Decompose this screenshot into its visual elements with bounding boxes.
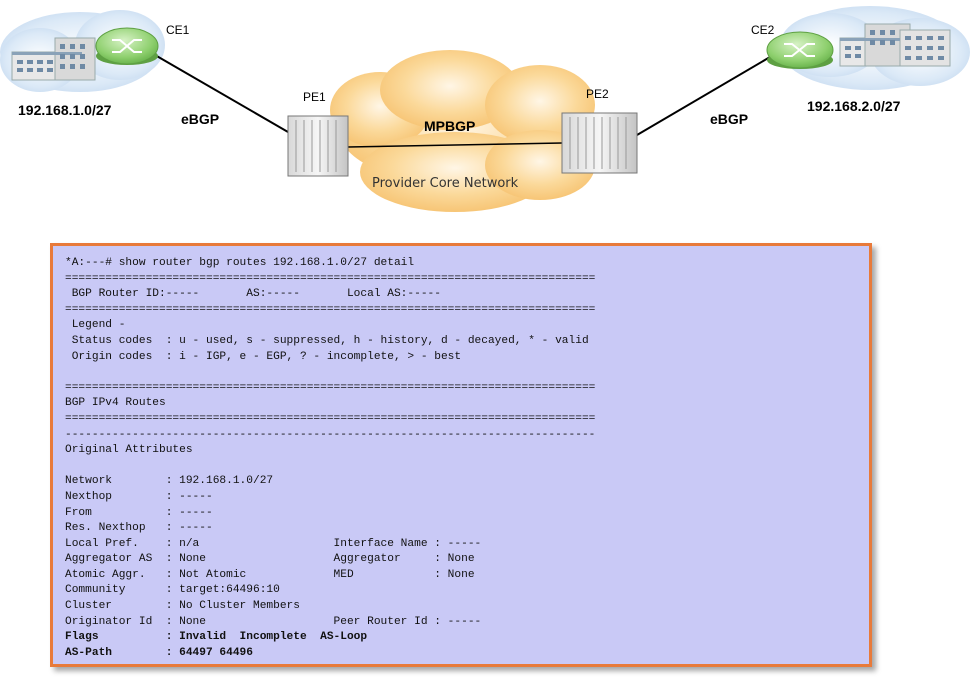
cli-line: *A:---# show router bgp routes 192.168.1… (65, 257, 415, 269)
pe2-router-icon (561, 112, 638, 174)
cli-line: BGP Router ID:----- AS:----- Local AS:--… (65, 288, 441, 301)
mpbgp-link (347, 142, 563, 148)
ebgp-link-right (636, 56, 771, 136)
cli-line: Flags : Invalid Incomplete AS-Loop (65, 631, 368, 644)
cli-line (65, 459, 595, 475)
cli-line: ========================================… (65, 412, 596, 425)
building-icon (839, 23, 951, 67)
cli-line: Local Pref. : n/a Interface Name : ----- (65, 537, 482, 550)
ce1-label: CE1 (166, 23, 190, 37)
cli-line: AS-Path : 64497 64496 (65, 646, 253, 659)
mpbgp-label: MPBGP (424, 118, 475, 134)
cli-line: Legend - (65, 319, 126, 332)
cli-line: Network : 192.168.1.0/27 (65, 475, 274, 488)
provider-core-cloud (330, 50, 595, 212)
ebgp-right-label: eBGP (710, 111, 748, 127)
cli-line: ========================================… (65, 272, 596, 285)
provider-core-label: Provider Core Network (372, 176, 519, 191)
ce1-network-label: 192.168.1.0/27 (18, 102, 112, 118)
cli-line: From : ----- (65, 506, 213, 519)
ce2-router-icon (766, 31, 834, 69)
pe1-router-icon (287, 115, 349, 177)
pe2-label: PE2 (586, 87, 609, 101)
cli-line: Cluster : No Cluster Members (65, 600, 300, 613)
cli-output-lines: *A:---# show router bgp routes 192.168.1… (65, 256, 595, 661)
cli-line: Atomic Aggr. : Not Atomic MED : None (65, 568, 475, 581)
cli-line: BGP IPv4 Routes (65, 397, 166, 410)
cli-line: ========================================… (65, 303, 596, 316)
cli-line: ========================================… (65, 381, 596, 394)
cli-line: Aggregator AS : None Aggregator : None (65, 553, 475, 566)
ebgp-left-label: eBGP (181, 111, 219, 127)
cli-line: Originator Id : None Peer Router Id : --… (65, 615, 482, 628)
cli-line (65, 365, 595, 381)
ce1-router-icon (95, 27, 159, 65)
ce2-label: CE2 (751, 23, 775, 37)
cli-line: Original Attributes (65, 444, 193, 457)
cli-line: Nexthop : ----- (65, 490, 213, 503)
ce2-network-label: 192.168.2.0/27 (807, 98, 901, 114)
network-diagram: CE1 192.168.1.0/27 eBGP PE1 MPBGP PE2 Pr… (0, 6, 970, 212)
cli-line: Status codes : u - used, s - suppressed,… (65, 334, 589, 347)
cli-line: Res. Nexthop : ----- (65, 522, 213, 535)
building-icon (11, 37, 96, 81)
cli-line: Origin codes : i - IGP, e - EGP, ? - inc… (65, 350, 462, 363)
pe1-label: PE1 (303, 90, 326, 104)
cli-line: ----------------------------------------… (65, 428, 596, 441)
cli-output-panel: *A:---# show router bgp routes 192.168.1… (50, 243, 872, 667)
ebgp-link-left (154, 54, 289, 133)
cli-line: Community : target:64496:10 (65, 584, 280, 597)
